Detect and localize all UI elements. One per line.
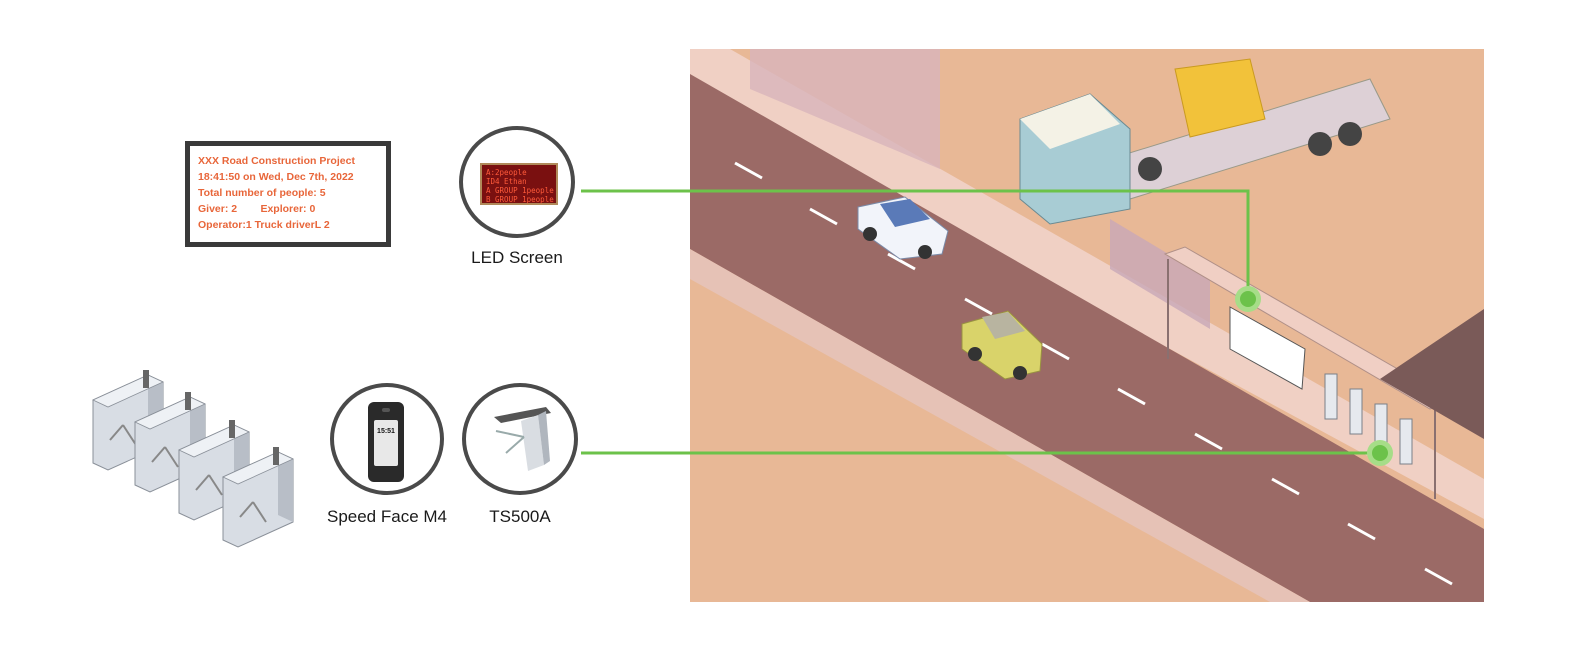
board-line-operator: Operator:1 Truck driverL 2 bbox=[198, 219, 330, 231]
device-time: 15:51 bbox=[377, 428, 395, 435]
board-line-giver: Giver: 2 Explorer: 0 bbox=[198, 203, 316, 215]
board-line-project: XXX Road Construction Project bbox=[198, 155, 355, 167]
led-line: A:2people bbox=[486, 168, 527, 177]
speed-face-caption: Speed Face M4 bbox=[326, 507, 447, 526]
speed-face-device: 15:51 bbox=[368, 402, 404, 482]
fence bbox=[750, 49, 940, 169]
led-line: A GROUP 1people bbox=[486, 186, 554, 195]
construction-scene bbox=[690, 49, 1484, 602]
display-board: XXX Road Construction Project 18:41:50 o… bbox=[185, 141, 391, 247]
wheel bbox=[1338, 122, 1362, 146]
board-line-time: 18:41:50 on Wed, Dec 7th, 2022 bbox=[198, 171, 354, 183]
scene-turnstiles bbox=[1324, 373, 1413, 465]
led-line: B GROUP 1people bbox=[486, 195, 554, 204]
police-car bbox=[857, 196, 949, 260]
wheel bbox=[1138, 157, 1162, 181]
ts500a-image bbox=[494, 407, 551, 471]
ts500a-circle bbox=[462, 383, 578, 495]
led-screen-caption: LED Screen bbox=[471, 248, 563, 267]
curb bbox=[690, 249, 1310, 602]
led-line: ID4 Ethan bbox=[486, 177, 527, 186]
device-screen: 15:51 bbox=[374, 420, 398, 466]
fence bbox=[1110, 219, 1210, 329]
truck-roof bbox=[1020, 94, 1120, 149]
connector-dot bbox=[1372, 445, 1388, 461]
connector-dot bbox=[1240, 291, 1256, 307]
led-screen-image: A:2people ID4 Ethan A GROUP 1people B GR… bbox=[480, 163, 558, 205]
lane-markings bbox=[734, 161, 1453, 586]
turnstile-group-illustration bbox=[92, 370, 294, 548]
pit bbox=[1380, 309, 1484, 439]
sidewalk bbox=[690, 49, 1484, 519]
wheel bbox=[1308, 132, 1332, 156]
speed-face-circle: 15:51 bbox=[330, 383, 444, 495]
yellow-car bbox=[961, 310, 1043, 380]
led-screen-circle: A:2people ID4 Ethan A GROUP 1people B GR… bbox=[459, 126, 575, 238]
scene-display-board bbox=[1229, 306, 1306, 390]
board-line-total: Total number of people: 5 bbox=[198, 187, 326, 199]
connector-led-screen bbox=[581, 189, 1250, 299]
container bbox=[1174, 58, 1266, 138]
camera-icon bbox=[382, 408, 390, 412]
ts500a-caption: TS500A bbox=[489, 507, 551, 526]
